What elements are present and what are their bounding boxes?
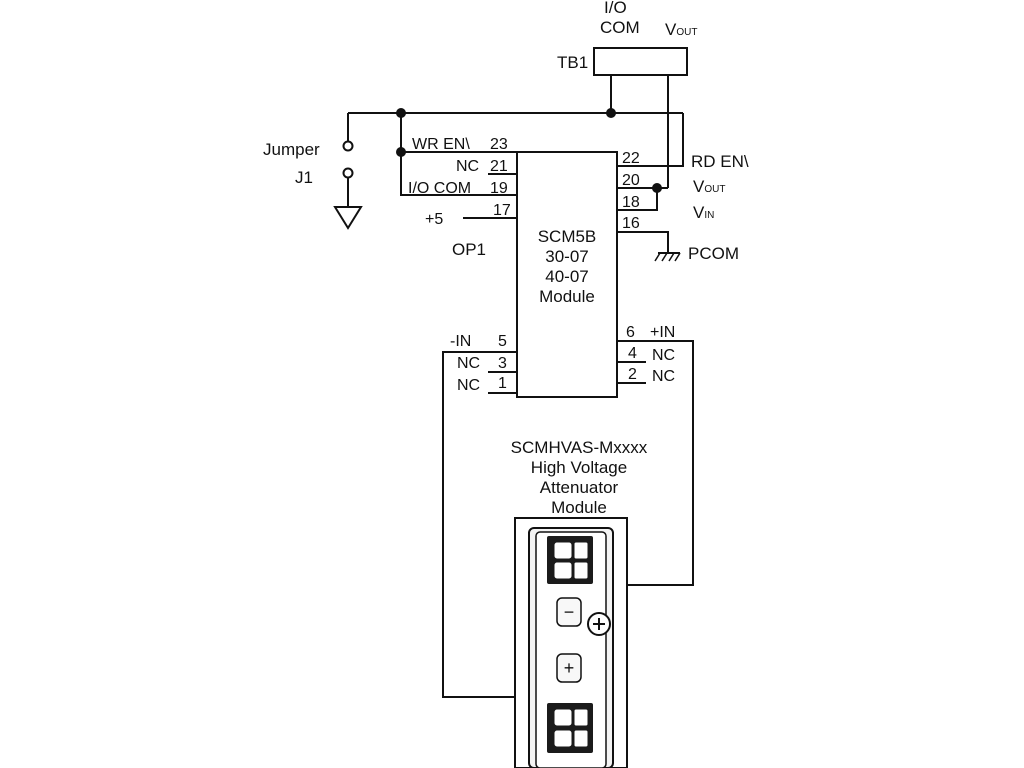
pin16-name: PCOM [688, 244, 739, 263]
pin4-name: NC [652, 347, 675, 364]
tb1-name-label: TB1 [557, 53, 588, 72]
minus-symbol-icon: − [564, 602, 575, 622]
pin1-number: 1 [498, 375, 507, 392]
pin18-name: VIN [693, 203, 714, 222]
jumper-pin-bottom [342, 167, 354, 179]
screw-terminal-icon [553, 729, 573, 748]
terminal-block-tb1 [593, 47, 688, 76]
plus-symbol-icon: + [564, 658, 575, 678]
pin6-number: 6 [626, 324, 635, 341]
pin18-number: 18 [622, 194, 640, 211]
wire-clamp-icon [573, 708, 589, 727]
pin20-name-sub: OUT [704, 184, 725, 195]
tb1-io-com-label-line1: I/O [604, 0, 627, 17]
pin21-name: NC [456, 158, 479, 175]
module-title-line3: 40-07 [545, 267, 588, 286]
scm5b-module-box [516, 151, 618, 398]
module-title-line1: SCM5B [538, 227, 597, 246]
jumper-pin-top [342, 140, 354, 152]
minus-marker [556, 597, 582, 627]
jumper-label: Jumper [263, 140, 320, 159]
attenuator-title-line2: High Voltage [531, 458, 627, 477]
top-terminal-pair [547, 536, 593, 584]
module-title-line4: Module [539, 287, 595, 306]
minus-in-wire [442, 351, 517, 698]
screw-terminal-icon [553, 561, 573, 580]
module-title-line2: 30-07 [545, 247, 588, 266]
pin20-name: VOUT [693, 177, 725, 196]
chassis-ground-icon [654, 252, 681, 262]
pin17-name: +5 [425, 211, 443, 228]
attenuator-title-line3: Attenuator [540, 478, 619, 497]
attenuator-title-line4: Module [551, 498, 607, 517]
wire-clamp-icon [573, 729, 589, 748]
pin18-name-sub: IN [704, 210, 714, 221]
pin17-number: 17 [493, 202, 511, 219]
bottom-terminal-pair [547, 703, 593, 753]
plus-in-wire [617, 340, 694, 586]
wire-clamp-icon [573, 561, 589, 580]
pin23-number: 23 [490, 136, 508, 153]
pin19-name: I/O COM [408, 180, 471, 197]
attenuator-module: − + [514, 517, 628, 768]
tb1-io-com-label-line2: COM [600, 18, 640, 37]
pin18-name-main: V [693, 203, 705, 222]
attenuator-title-line1: SCMHVAS-Mxxxx [511, 438, 648, 457]
pin3-name: NC [457, 355, 480, 372]
pin2-name: NC [652, 368, 675, 385]
plus-marker [556, 653, 582, 683]
tb1-vout-sub: OUT [676, 27, 697, 38]
pin16-number: 16 [622, 215, 640, 232]
pin21-number: 21 [490, 158, 508, 175]
pin3-number: 3 [498, 355, 507, 372]
pin23-name: WR EN\ [412, 136, 470, 153]
pin20-name-main: V [693, 177, 705, 196]
io-com-bus-wire [400, 113, 517, 196]
pin22-name: RD EN\ [691, 152, 749, 171]
pin6-name: +IN [650, 324, 675, 341]
pin20-number: 20 [622, 172, 640, 189]
pin22-number: 22 [622, 150, 640, 167]
pin5-number: 5 [498, 333, 507, 350]
pin16-wire [617, 231, 669, 253]
rd-en-wire [617, 113, 684, 167]
op1-label: OP1 [452, 240, 486, 259]
pin2-number: 2 [628, 366, 637, 383]
jumper-ref-label: J1 [295, 168, 313, 187]
pin4-number: 4 [628, 345, 637, 362]
pin18-wire [617, 188, 658, 211]
screw-terminal-icon [553, 541, 573, 560]
tb1-vout-label: VOUT [665, 20, 697, 39]
tb1-vout-main: V [665, 20, 677, 39]
pin5-name: -IN [450, 333, 471, 350]
pin1-name: NC [457, 377, 480, 394]
screw-terminal-icon [553, 708, 573, 727]
ground-symbol-icon [333, 206, 363, 230]
pin19-number: 19 [490, 180, 508, 197]
wire-clamp-icon [573, 541, 589, 560]
